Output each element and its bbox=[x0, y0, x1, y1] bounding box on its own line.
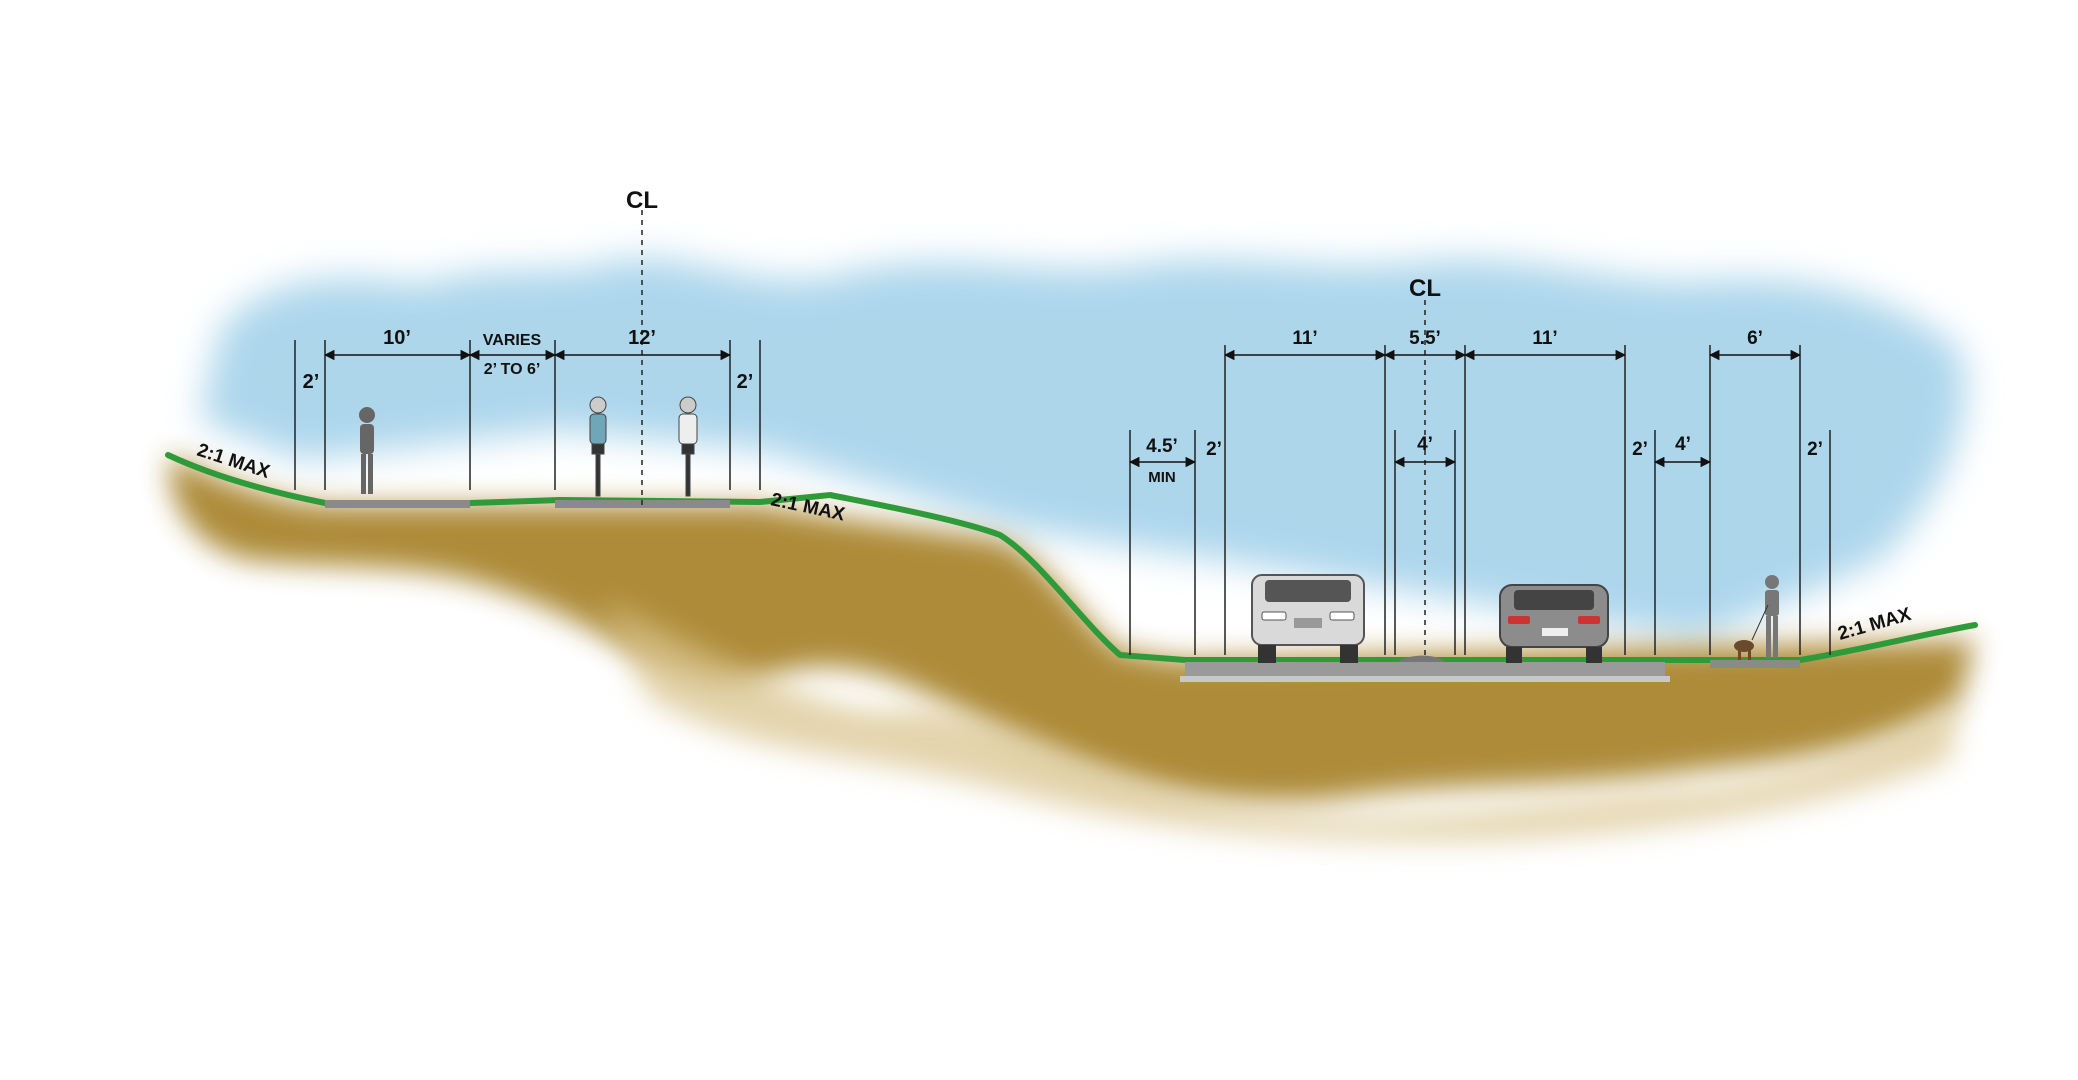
label-dim-5-5: 5.5’ bbox=[1409, 328, 1441, 349]
path-extension-lines bbox=[294, 340, 761, 490]
label-min: MIN bbox=[1148, 469, 1176, 486]
soil-body bbox=[169, 455, 1976, 802]
label-varies-range: 2’ TO 6’ bbox=[484, 361, 541, 378]
label-dim-4-buffer: 4’ bbox=[1675, 434, 1691, 455]
cyclist-figure-1 bbox=[589, 396, 607, 497]
label-dim-2-b: 2’ bbox=[1632, 439, 1648, 460]
label-dim-10: 10’ bbox=[383, 327, 411, 349]
road-base bbox=[1180, 676, 1670, 682]
sidewalk-pavement bbox=[1710, 660, 1800, 668]
label-varies: VARIES bbox=[483, 332, 542, 349]
cyclist-figure-2 bbox=[678, 396, 698, 497]
ground-line bbox=[165, 452, 1978, 663]
label-dim-6-sidewalk: 6’ bbox=[1747, 328, 1763, 349]
walk-path-pavement bbox=[325, 500, 470, 508]
path-centerline-label: CL bbox=[626, 187, 658, 214]
road-extension-lines bbox=[1129, 345, 1831, 655]
label-dim-11-right: 11’ bbox=[1532, 328, 1557, 349]
runner-figure bbox=[359, 407, 375, 494]
soil-fringe bbox=[600, 600, 1960, 841]
road-pavement bbox=[1185, 662, 1665, 676]
sky-wash bbox=[200, 258, 1966, 640]
label-dim-2-c: 2’ bbox=[1807, 439, 1823, 460]
sedan-vehicle bbox=[1499, 584, 1609, 663]
road-centerline-label: CL bbox=[1409, 275, 1441, 302]
pedestrian-with-dog-figure bbox=[1734, 575, 1779, 660]
suv-vehicle bbox=[1251, 574, 1365, 663]
label-dim-11-left: 11’ bbox=[1292, 328, 1317, 349]
label-dim-12: 12’ bbox=[628, 327, 656, 349]
label-dim-2-left: 2’ bbox=[303, 371, 320, 393]
median-hump bbox=[1398, 655, 1445, 662]
label-dim-2-a: 2’ bbox=[1206, 439, 1222, 460]
label-dim-4-median: 4’ bbox=[1417, 434, 1433, 455]
label-dim-2-right: 2’ bbox=[737, 371, 754, 393]
label-dim-4-5: 4.5’ bbox=[1146, 436, 1178, 457]
